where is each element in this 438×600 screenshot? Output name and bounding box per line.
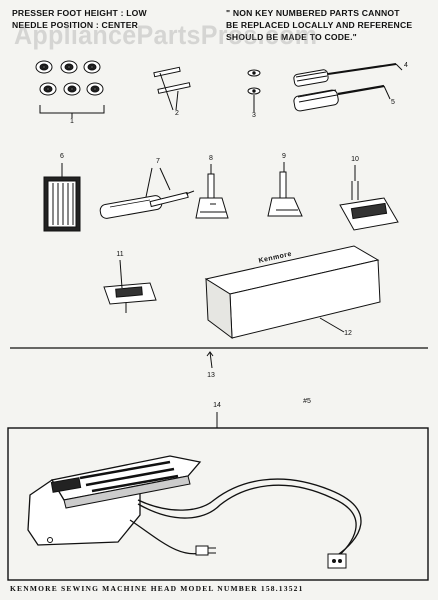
label-part-6: 6 xyxy=(60,153,64,160)
label-note: #5 xyxy=(303,398,311,405)
label-part-8: 8 xyxy=(209,155,213,162)
presser-foot-9-icon xyxy=(267,162,303,217)
presser-foot-height-label: PRESSER FOOT HEIGHT : LOW xyxy=(12,8,147,18)
label-part-10: 10 xyxy=(351,156,359,163)
oil-tube-icon xyxy=(99,167,195,219)
needle-pack-icon xyxy=(43,163,81,232)
watermark: AppliancePartsPros.com xyxy=(14,20,318,50)
note-line-1: " NON KEY NUMBERED PARTS CANNOT xyxy=(226,8,400,18)
label-part-4: 4 xyxy=(404,62,408,69)
foot-controller-icon xyxy=(27,455,362,569)
spool-pins-icon xyxy=(153,66,191,111)
accessory-box-icon xyxy=(204,245,381,340)
label-part-9: 9 xyxy=(282,153,286,160)
label-part-7: 7 xyxy=(156,158,160,165)
label-part-14: 14 xyxy=(213,402,221,409)
washers-icon xyxy=(247,69,261,112)
label-part-1: 1 xyxy=(70,118,74,125)
label-part-3: 3 xyxy=(252,112,256,119)
note-line-3: SHOULD BE MADE TO CODE." xyxy=(226,32,357,42)
model-footer: KENMORE SEWING MACHINE HEAD MODEL NUMBER… xyxy=(10,584,304,593)
buttonhole-plate-icon xyxy=(103,259,157,313)
presser-foot-8-icon xyxy=(195,164,229,219)
label-part-13: 13 xyxy=(207,372,215,379)
bobbins-icon xyxy=(35,60,105,118)
label-part-12: 12 xyxy=(344,330,352,337)
label-part-11: 11 xyxy=(116,251,124,258)
screwdrivers-icon xyxy=(293,63,403,112)
needle-position-label: NEEDLE POSITION : CENTER xyxy=(12,20,139,30)
feed-cover-plate-icon xyxy=(339,165,399,231)
label-part-5: 5 xyxy=(391,99,395,106)
note-line-2: BE REPLACED LOCALLY AND REFERENCE xyxy=(226,20,413,30)
label-part-2: 2 xyxy=(175,110,179,117)
